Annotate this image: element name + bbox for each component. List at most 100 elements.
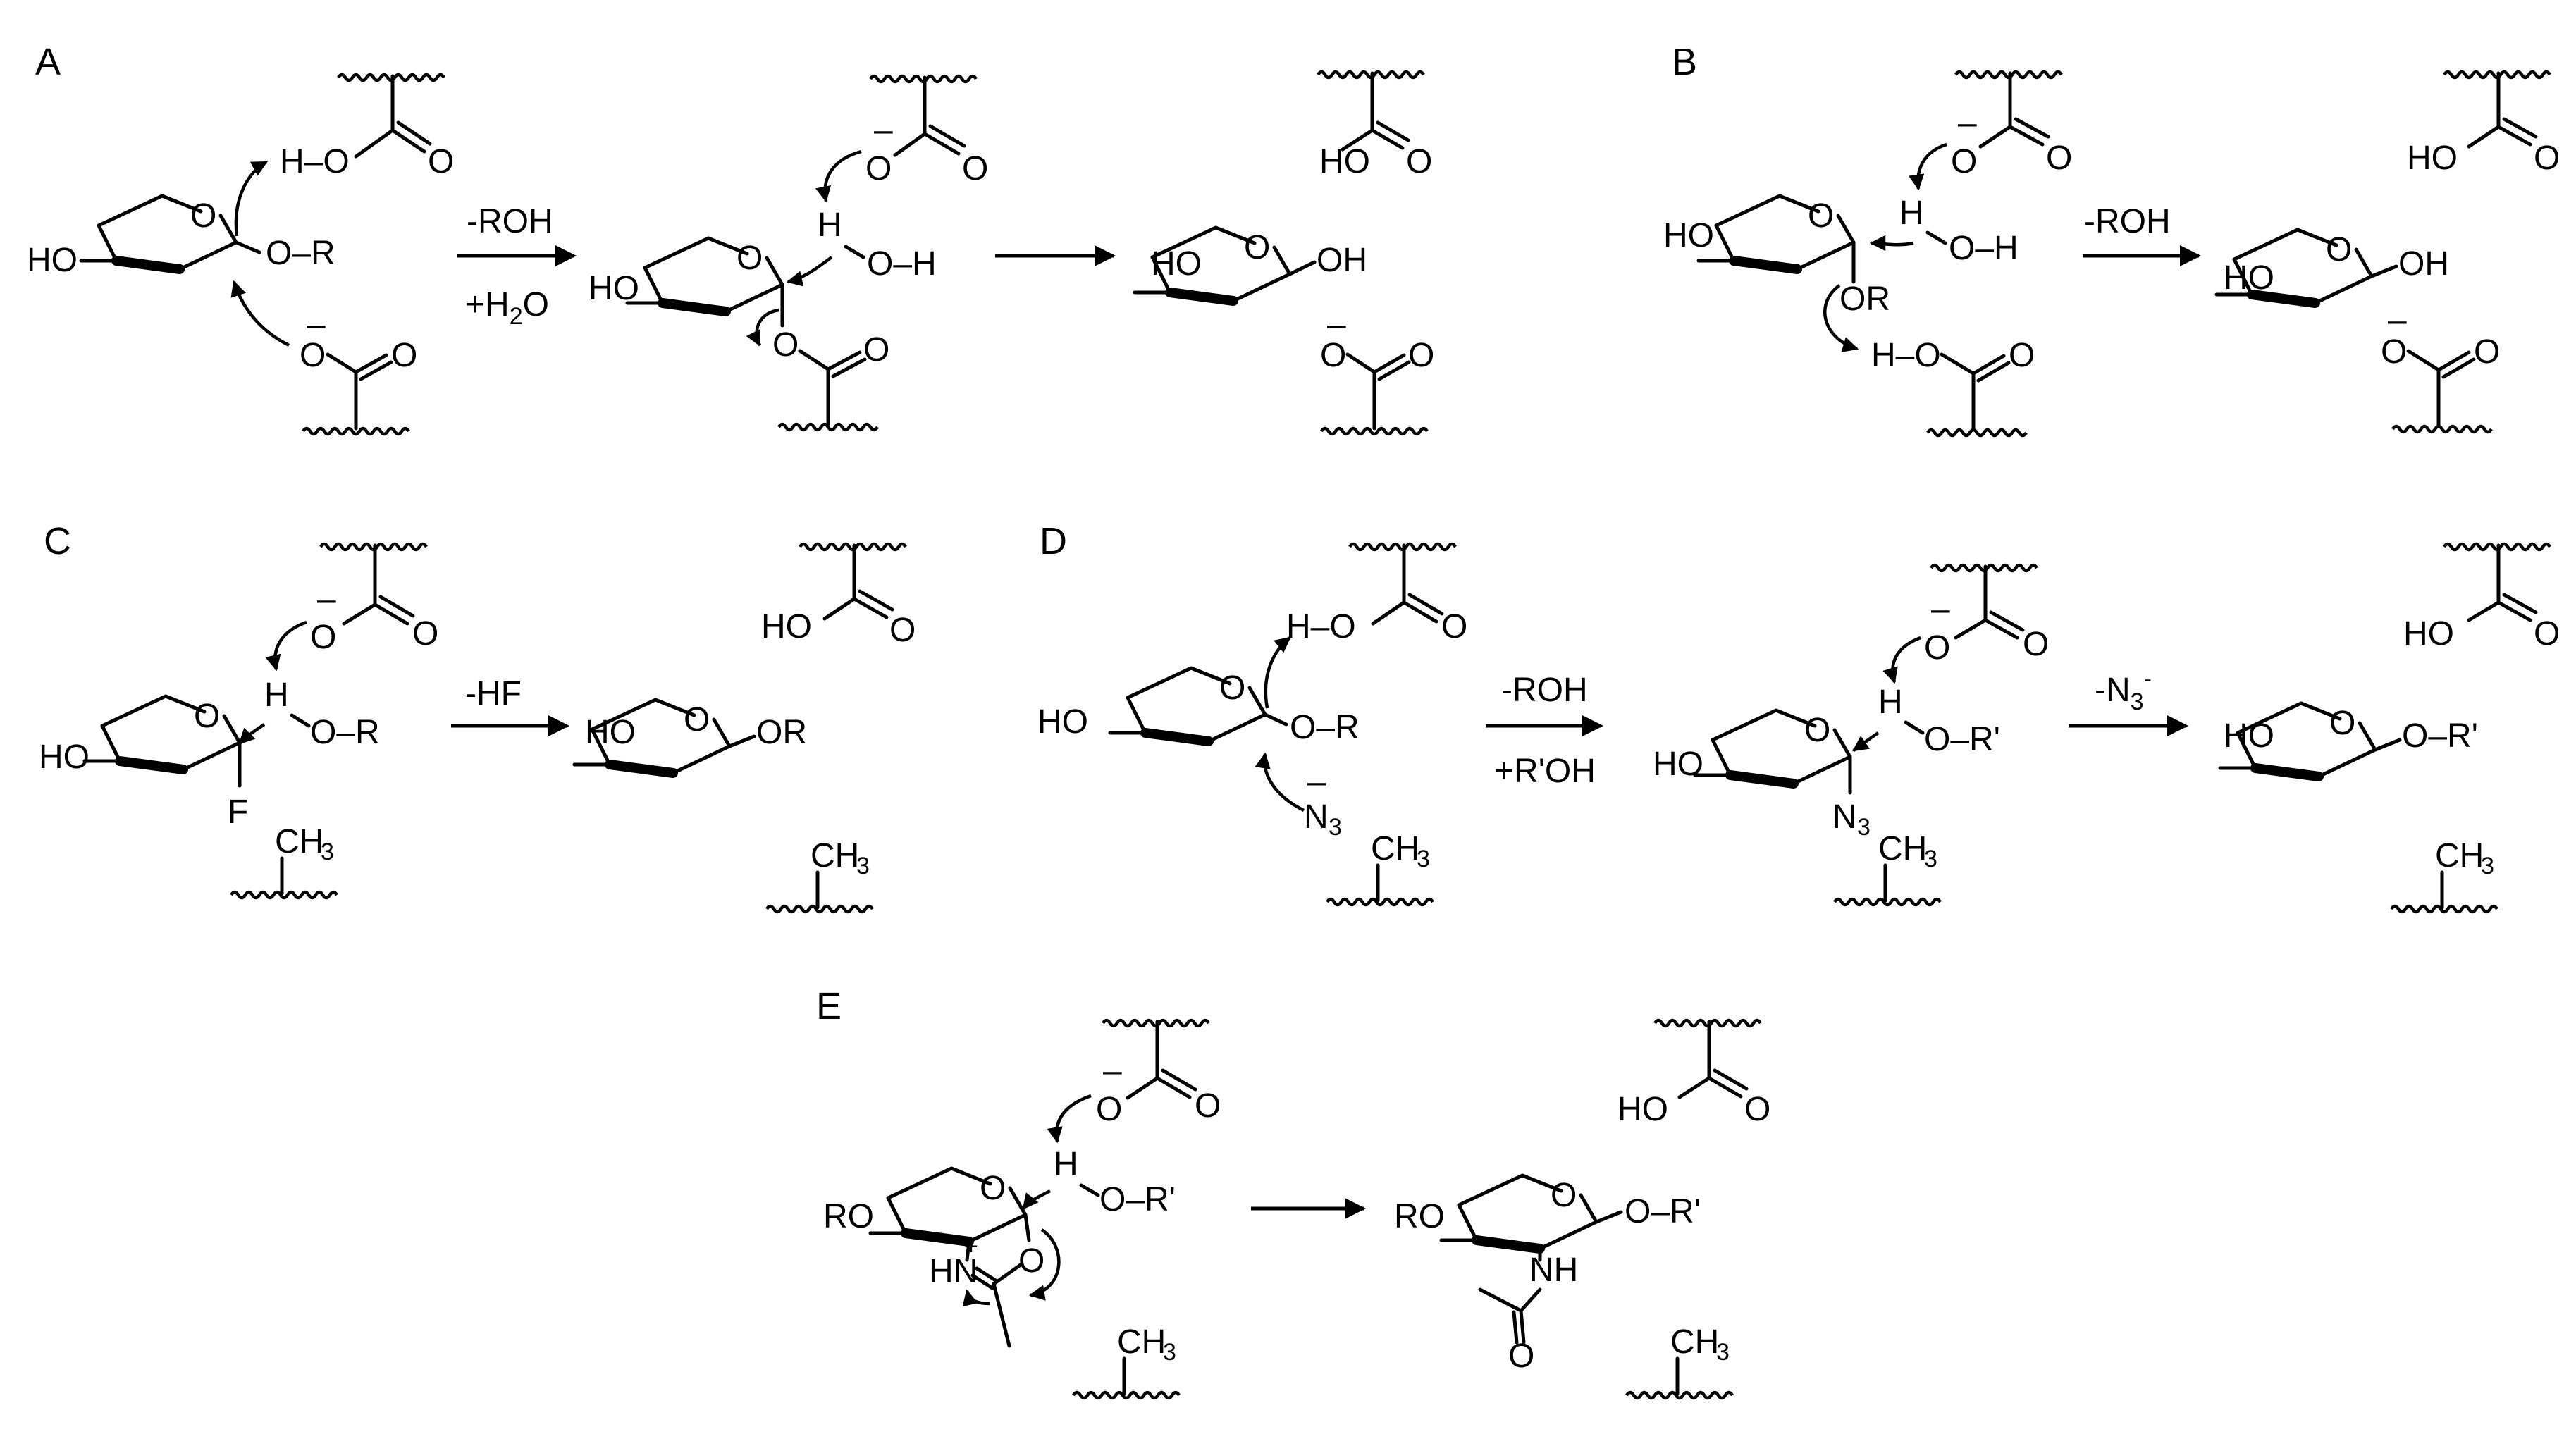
svg-text:CH: CH xyxy=(1670,1323,1719,1361)
svg-text:+H2O: +H2O xyxy=(465,286,549,330)
svg-text:O: O xyxy=(2329,705,2355,742)
svg-text:O: O xyxy=(2326,231,2352,268)
svg-text:O: O xyxy=(1441,608,1467,645)
svg-text:RO: RO xyxy=(1394,1198,1445,1235)
svg-text:H–O: H–O xyxy=(1286,608,1356,645)
svg-text:O: O xyxy=(684,701,710,738)
svg-text:OR: OR xyxy=(756,714,807,751)
svg-text:3: 3 xyxy=(1417,846,1430,872)
svg-text:O: O xyxy=(1951,143,1977,180)
svg-text:O: O xyxy=(865,150,892,187)
svg-text:O: O xyxy=(1551,1177,1577,1214)
svg-text:O: O xyxy=(1924,629,1950,667)
svg-text:CH: CH xyxy=(1878,830,1927,867)
svg-text:O: O xyxy=(1320,337,1346,374)
svg-text:HO: HO xyxy=(2224,259,2274,297)
svg-text:O: O xyxy=(1018,1242,1044,1280)
panel-d: H–O O O HO O–R N 3 – CH 3 -ROH +R'OH O –… xyxy=(1037,542,2560,914)
svg-text:O–R': O–R' xyxy=(1099,1181,1176,1218)
svg-text:HO: HO xyxy=(1319,143,1370,180)
svg-text:–: – xyxy=(2388,302,2407,339)
svg-text:O: O xyxy=(391,337,417,374)
panel-label-b: B xyxy=(1672,41,1697,83)
svg-text:O–R: O–R xyxy=(266,235,335,272)
svg-text:–: – xyxy=(1327,306,1346,343)
svg-text:3: 3 xyxy=(1924,846,1937,872)
svg-text:3: 3 xyxy=(856,853,870,879)
svg-text:H: H xyxy=(1054,1146,1078,1183)
svg-text:O–R': O–R' xyxy=(1924,721,2000,758)
svg-text:F: F xyxy=(228,793,248,831)
svg-text:3: 3 xyxy=(321,839,334,865)
condition-d1-top: -ROH xyxy=(1501,672,1588,709)
svg-text:O: O xyxy=(1408,337,1434,374)
svg-text:HO: HO xyxy=(585,714,636,751)
svg-text:–: – xyxy=(307,306,326,343)
svg-text:NH: NH xyxy=(1529,1251,1578,1289)
svg-text:O: O xyxy=(1808,197,1834,235)
condition-c-top: -HF xyxy=(465,675,522,712)
panel-label-c: C xyxy=(44,520,71,562)
svg-text:O: O xyxy=(1508,1337,1534,1375)
svg-text:O: O xyxy=(2023,626,2049,663)
svg-text:-N3-: -N3- xyxy=(2095,666,2152,715)
panel-label-e: E xyxy=(816,985,842,1027)
svg-text:N: N xyxy=(1832,798,1857,836)
svg-text:O: O xyxy=(310,619,336,656)
svg-text:O: O xyxy=(737,240,763,277)
svg-text:OH: OH xyxy=(1317,242,1367,279)
svg-text:O–R: O–R xyxy=(310,714,380,751)
svg-text:HO: HO xyxy=(1653,746,1703,783)
svg-text:–: – xyxy=(1958,104,1977,142)
svg-text:–: – xyxy=(1103,1052,1122,1089)
panel-label-d: D xyxy=(1040,520,1067,562)
svg-text:O–R': O–R' xyxy=(2402,717,2478,755)
svg-text:CH: CH xyxy=(1371,830,1419,867)
svg-text:–: – xyxy=(1307,763,1326,801)
svg-text:O: O xyxy=(962,150,988,187)
svg-text:HO: HO xyxy=(2403,615,2454,653)
svg-text:O–H: O–H xyxy=(867,245,937,283)
svg-text:HN: HN xyxy=(929,1253,978,1290)
panel-label-a: A xyxy=(35,41,61,83)
svg-text:O: O xyxy=(1804,712,1830,749)
svg-text:HO: HO xyxy=(588,270,639,307)
panel-e: O – O H O–R' O RO O HN + CH 3 HO O O xyxy=(823,1018,1770,1400)
svg-text:–: – xyxy=(874,111,893,149)
svg-text:H–O: H–O xyxy=(1871,337,1941,374)
svg-text:HO: HO xyxy=(1037,703,1088,741)
svg-text:RO: RO xyxy=(823,1198,874,1235)
svg-text:O: O xyxy=(772,326,799,364)
svg-text:HO: HO xyxy=(27,242,78,279)
svg-text:O: O xyxy=(412,615,438,653)
svg-text:HO: HO xyxy=(761,608,812,645)
svg-text:O–R': O–R' xyxy=(1625,1193,1701,1230)
svg-text:HO: HO xyxy=(1617,1091,1668,1128)
svg-text:CH: CH xyxy=(1117,1323,1166,1361)
svg-text:O: O xyxy=(194,698,220,735)
svg-text:O: O xyxy=(1195,1087,1221,1125)
svg-text:CH: CH xyxy=(2435,837,2484,874)
svg-text:O: O xyxy=(428,143,454,180)
svg-text:O: O xyxy=(300,337,326,374)
svg-text:HO: HO xyxy=(2224,717,2274,755)
svg-text:HO: HO xyxy=(39,738,90,776)
svg-text:O: O xyxy=(190,197,216,235)
svg-text:O: O xyxy=(863,331,889,369)
svg-text:+: + xyxy=(964,1233,978,1260)
svg-text:O: O xyxy=(980,1170,1006,1207)
svg-text:3: 3 xyxy=(1716,1339,1730,1366)
svg-text:OR: OR xyxy=(1839,280,1890,318)
panel-c: O – O H O–R O HO F CH 3 -HF HO O O HO OR… xyxy=(39,542,916,914)
svg-text:H–O: H–O xyxy=(280,143,350,180)
condition-b-top: -ROH xyxy=(2084,203,2171,240)
svg-text:O: O xyxy=(2534,615,2560,653)
svg-text:N: N xyxy=(1304,798,1329,836)
svg-text:O: O xyxy=(2474,333,2500,371)
svg-text:CH: CH xyxy=(811,837,859,874)
svg-text:3: 3 xyxy=(1163,1339,1176,1366)
svg-text:O: O xyxy=(2046,140,2072,177)
svg-text:HO: HO xyxy=(2407,140,2458,177)
